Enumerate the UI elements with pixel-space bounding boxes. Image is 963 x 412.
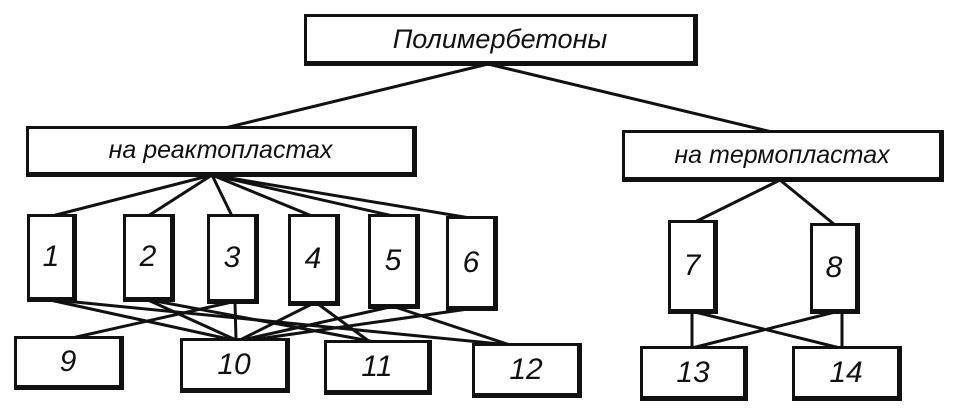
subitem-box-10: 10 xyxy=(180,338,290,393)
subitem-label-14: 14 xyxy=(829,355,863,389)
link-reactoplast-3 xyxy=(210,173,234,218)
link-3-9 xyxy=(70,300,234,340)
item-label-7: 7 xyxy=(683,249,701,282)
link-3-10 xyxy=(233,300,238,342)
subitem-label-11: 11 xyxy=(361,349,393,383)
subitem-box-9: 9 xyxy=(14,336,124,390)
item-box-8: 8 xyxy=(810,223,860,314)
link-thermoplast-8 xyxy=(778,178,837,227)
link-5-10 xyxy=(240,305,392,342)
item-box-7: 7 xyxy=(668,220,718,314)
item-box-5: 5 xyxy=(368,214,420,309)
link-1-10 xyxy=(48,298,235,342)
link-4-10 xyxy=(238,302,314,342)
link-reactoplast-2 xyxy=(146,173,214,218)
item-label-5: 5 xyxy=(384,243,402,277)
link-root-thermoplast xyxy=(486,62,774,134)
item-box-4: 4 xyxy=(288,214,340,306)
item-box-1: 1 xyxy=(27,214,77,302)
item-label-6: 6 xyxy=(462,245,480,279)
link-reactoplast-6 xyxy=(210,173,472,220)
item-label-8: 8 xyxy=(825,250,843,284)
item-box-3: 3 xyxy=(207,214,259,304)
link-4-11 xyxy=(316,302,372,344)
link-reactoplast-4 xyxy=(210,173,314,218)
group-box-reactoplast: на реактопластах xyxy=(26,126,417,177)
group-box-thermoplast: на термопластах xyxy=(622,130,944,182)
link-6-10 xyxy=(242,307,470,343)
group-label-reactoplast: на реактопластах xyxy=(108,136,333,164)
root-box: Полимербетоны xyxy=(304,14,698,66)
root-label: Полимербетоны xyxy=(392,23,608,54)
link-8-13 xyxy=(690,310,837,350)
subitem-box-13: 13 xyxy=(640,346,748,401)
link-5-12 xyxy=(393,305,512,347)
link-2-10 xyxy=(146,298,238,342)
item-box-6: 6 xyxy=(446,216,498,311)
link-reactoplast-5 xyxy=(210,173,395,218)
item-label-4: 4 xyxy=(304,242,322,275)
group-label-thermoplast: на термопластах xyxy=(674,140,890,169)
subitem-box-14: 14 xyxy=(792,346,902,401)
link-root-reactoplast xyxy=(223,62,490,130)
subitem-label-10: 10 xyxy=(217,347,251,381)
item-label-1: 1 xyxy=(42,240,60,273)
link-2-11 xyxy=(148,298,377,344)
item-label-3: 3 xyxy=(223,241,241,274)
subitem-label-9: 9 xyxy=(59,345,77,378)
item-label-2: 2 xyxy=(139,240,157,273)
item-box-2: 2 xyxy=(123,214,175,302)
link-1-12 xyxy=(53,298,512,347)
subitem-box-12: 12 xyxy=(472,343,582,398)
link-thermoplast-7 xyxy=(693,178,782,224)
subitem-box-11: 11 xyxy=(324,340,432,395)
subitem-label-12: 12 xyxy=(509,352,543,386)
link-reactoplast-1 xyxy=(50,173,214,218)
subitem-label-13: 13 xyxy=(676,355,710,389)
